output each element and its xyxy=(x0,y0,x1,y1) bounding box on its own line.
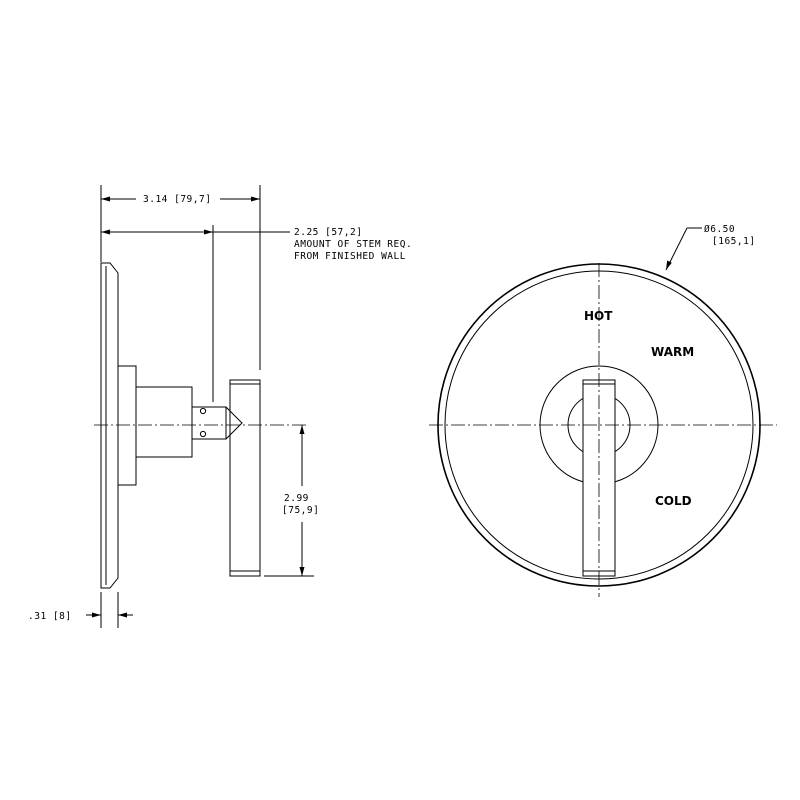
arrowhead xyxy=(666,260,672,270)
arrowhead xyxy=(101,229,110,235)
stem-taper xyxy=(225,406,243,440)
dim-overall-length: 3.14 [79,7] xyxy=(143,194,211,205)
dim-diameter-1: Ø6.50 xyxy=(704,224,735,235)
stem xyxy=(191,406,227,440)
arrowhead xyxy=(251,196,260,202)
wall-plate xyxy=(100,262,119,589)
side-view: 3.14 [79,7] 2.25 [57,2] AMOUNT OF STEM R… xyxy=(28,185,412,628)
arrowhead xyxy=(204,229,213,235)
arrowhead xyxy=(118,612,127,618)
label-warm: WARM xyxy=(651,345,694,359)
arrowhead xyxy=(101,196,110,202)
dim-handle-height-1: 2.99 xyxy=(284,493,309,504)
label-hot: HOT xyxy=(584,309,613,323)
valve-body xyxy=(135,386,193,458)
arrowhead xyxy=(299,567,305,576)
arrowhead xyxy=(299,425,305,434)
dim-plate-thickness: .31 [8] xyxy=(28,611,72,622)
label-cold: COLD xyxy=(655,494,692,508)
lever-handle-side xyxy=(229,379,261,577)
dim-diameter-2: [165,1] xyxy=(712,236,756,247)
set-screw-top xyxy=(199,407,207,415)
dim-stem-note-2: FROM FINISHED WALL xyxy=(294,251,406,262)
dim-stem-value: 2.25 [57,2] xyxy=(294,227,362,238)
dim-handle-height-2: [75,9] xyxy=(282,505,319,516)
arrowhead xyxy=(92,612,101,618)
dim-stem-note-1: AMOUNT OF STEM REQ. xyxy=(294,239,412,250)
escutcheon-hub xyxy=(117,365,137,486)
front-view: HOT WARM COLD Ø6.50 [165,1] xyxy=(429,224,777,597)
set-screw-bottom xyxy=(199,430,207,438)
